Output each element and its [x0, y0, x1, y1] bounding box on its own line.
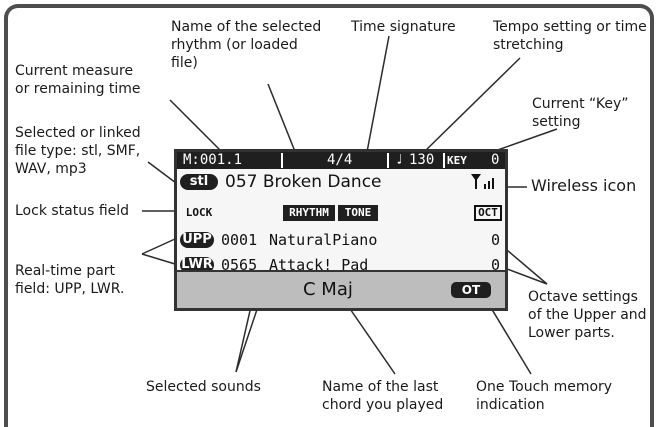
label-rhythm-name: Name of the selected rhythm (or loaded f… [171, 19, 322, 71]
rhythm-name-display: 057 Broken Dance [225, 172, 382, 192]
one-touch-indicator: OT [451, 282, 491, 298]
key-label: KEY [447, 154, 467, 167]
lock-field: LOCK [185, 206, 213, 219]
lower-part-badge: LWR [180, 257, 214, 273]
chord-bar: C Maj OT [177, 270, 505, 308]
oct-label: OCT [474, 205, 502, 221]
label-tempo: Tempo setting or time stretching [493, 19, 647, 53]
status-divider [281, 153, 283, 168]
lower-octave-value: 0 [491, 256, 501, 274]
rhythm-row: 057 Broken Dance [177, 171, 505, 193]
measure-display: M:001.1 [183, 152, 243, 168]
label-file-type: Selected or linked file type: stl, SMF, … [15, 125, 141, 177]
lcd-screen: M:001.1 4/4 ♩ 130 KEY 0 stl 057 Broken D… [174, 149, 508, 311]
status-divider [387, 153, 389, 168]
label-octave: Octave settings of the Upper and Lower p… [528, 289, 647, 341]
leader-part-lwr [141, 253, 176, 265]
label-key: Current “Key” setting [532, 96, 629, 130]
outer-frame [4, 4, 654, 427]
leader-key [491, 128, 558, 153]
lcd-status-bar: M:001.1 4/4 ♩ 130 KEY 0 [177, 152, 505, 169]
leader-part-upp [141, 238, 176, 255]
tempo-display: 130 [409, 152, 435, 168]
tone-button[interactable]: TONE [338, 205, 378, 221]
label-measure: Current measure or remaining time [15, 63, 141, 97]
upper-part-badge: UPP [180, 232, 214, 248]
label-time-signature: Time signature [351, 19, 456, 35]
wireless-icon [471, 174, 494, 189]
rhythm-button[interactable]: RHYTHM [283, 205, 335, 221]
label-wireless: Wireless icon [531, 176, 637, 195]
leader-tempo [423, 57, 521, 153]
quarter-note-icon: ♩ [395, 152, 404, 168]
upper-sound-name: NaturalPiano [269, 231, 378, 249]
label-last-chord: Name of the last chord you played [322, 379, 444, 413]
leader-measure [169, 99, 223, 153]
status-divider [443, 153, 445, 168]
lower-sound-row: 0565 Attack! Pad 0 [177, 255, 505, 275]
time-signature-display: 4/4 [327, 152, 353, 168]
last-chord-display: C Maj [303, 279, 353, 300]
label-lock: Lock status field [15, 203, 130, 219]
upper-sound-row: 0001 NaturalPiano 0 [177, 230, 505, 250]
leader-timesig [366, 35, 390, 153]
leader-filetype [147, 161, 177, 184]
upper-sound-number: 0001 [221, 231, 258, 249]
label-one-touch: One Touch memory indication [476, 379, 613, 413]
label-part-field: Real-time part field: UPP, LWR. [15, 263, 125, 297]
file-type-badge: stl [180, 174, 218, 190]
lower-sound-name: Attack! Pad [269, 256, 369, 274]
upper-octave-value: 0 [491, 231, 501, 249]
key-value: 0 [491, 152, 500, 168]
label-selected-sounds: Selected sounds [146, 379, 261, 395]
lower-sound-number: 0565 [221, 256, 258, 274]
